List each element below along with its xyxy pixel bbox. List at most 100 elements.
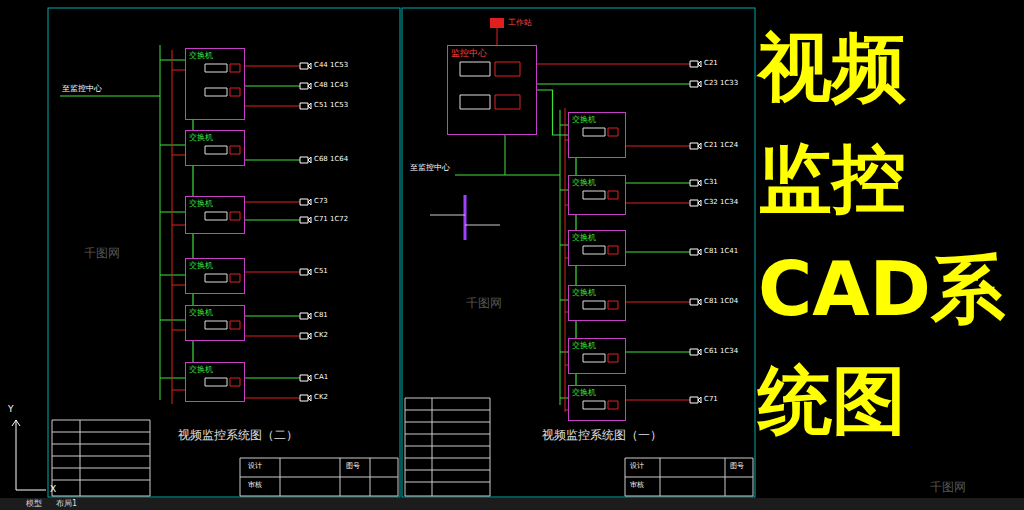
camera-label: C68 1C64 — [314, 155, 348, 163]
switch-box: 交换机 — [185, 48, 245, 120]
camera-cable — [245, 86, 300, 378]
camera-cable — [245, 66, 300, 398]
network-cable — [575, 158, 576, 175]
camera-label: C48 1C43 — [314, 81, 348, 89]
table-cell: 图号 — [346, 462, 360, 470]
device-module — [230, 64, 240, 386]
title-table — [52, 420, 150, 496]
cable-note: 至监控中心 — [410, 163, 450, 173]
camera-label: CK2 — [314, 331, 328, 339]
box-label: 交换机 — [189, 133, 241, 143]
device-module — [495, 62, 618, 409]
camera-symbol — [690, 61, 701, 403]
sheet-frame — [402, 8, 755, 497]
network-cable — [192, 234, 193, 258]
distribution-bar — [464, 195, 467, 240]
camera-label: C21 — [704, 59, 718, 67]
camera-cable — [537, 64, 690, 400]
feeder-line — [430, 215, 500, 225]
network-cable — [537, 90, 568, 135]
camera-label: C73 — [314, 197, 328, 205]
camera-label: CK2 — [314, 393, 328, 401]
box-label: 交换机 — [189, 365, 241, 375]
camera-label: C81 1C41 — [704, 247, 738, 255]
layout-tab: 模型 — [26, 499, 42, 509]
title-table — [405, 398, 490, 496]
network-cable — [192, 166, 193, 196]
device-label: 工作站 — [508, 18, 532, 28]
trunk-cable — [60, 45, 185, 400]
cable-note: 至监控中心 — [62, 84, 102, 94]
network-cable — [192, 120, 193, 130]
box-label: 交换机 — [572, 388, 622, 398]
caption-text: 视频监控系统图（二） — [178, 428, 298, 442]
trunk-cable — [455, 110, 568, 405]
box-label: 交换机 — [189, 199, 241, 209]
switch-box: 交换机 — [185, 196, 245, 234]
title-table — [240, 458, 398, 496]
switch-box: 交换机 — [568, 175, 626, 215]
switch-box: 交换机 — [185, 130, 245, 166]
control-center-box: 监控中心 — [447, 45, 537, 135]
workstation-cable — [497, 28, 498, 45]
network-cable — [575, 266, 576, 285]
camera-label: C71 1C72 — [314, 215, 348, 223]
camera-label: CA1 — [314, 373, 328, 381]
box-label: 交换机 — [189, 51, 241, 61]
table-cell: 审核 — [248, 481, 262, 489]
switch-box: 交换机 — [185, 258, 245, 294]
camera-label: C51 1C53 — [314, 101, 348, 109]
axis-label: X — [50, 484, 56, 495]
table-cell: 审核 — [630, 481, 644, 489]
camera-label: C31 — [704, 178, 718, 186]
network-cable — [575, 374, 576, 385]
layout-tab: 布局1 — [56, 499, 77, 509]
box-label: 交换机 — [572, 233, 622, 243]
camera-label: C71 — [704, 395, 718, 403]
box-label: 交换机 — [189, 261, 241, 271]
camera-label: C61 1C34 — [704, 347, 738, 355]
box-label: 交换机 — [572, 288, 622, 298]
switch-box: 交换机 — [568, 285, 626, 321]
box-label: 交换机 — [189, 308, 241, 318]
switch-box: 交换机 — [568, 112, 626, 158]
camera-label: C44 1C53 — [314, 61, 348, 69]
axis-label: Y — [8, 404, 14, 415]
watermark: 千图网 — [84, 246, 120, 260]
camera-label: C51 — [314, 267, 328, 275]
box-label: 交换机 — [572, 115, 622, 125]
camera-label: C81 1C04 — [704, 297, 738, 305]
watermark: 千图网 — [466, 296, 502, 310]
camera-cable — [537, 84, 690, 352]
camera-symbol — [300, 63, 311, 401]
camera-label: C81 — [314, 311, 328, 319]
box-label: 交换机 — [572, 341, 622, 351]
sheet-frame — [48, 8, 400, 497]
network-cable — [192, 294, 193, 305]
network-cable — [575, 215, 576, 230]
network-cable — [575, 321, 576, 338]
switch-box: 交换机 — [568, 338, 626, 374]
box-label: 交换机 — [572, 178, 622, 188]
device-module — [205, 64, 227, 386]
workstation-icon — [490, 18, 504, 28]
switch-box: 交换机 — [185, 362, 245, 402]
watermark: 千图网 — [930, 480, 966, 494]
title-text: 视频 监控 CAD系 统图 — [758, 12, 1008, 456]
network-cable — [192, 341, 193, 362]
power-cable — [172, 50, 185, 404]
tab-bar — [0, 498, 1024, 510]
switch-box: 交换机 — [185, 305, 245, 341]
axis-icon — [12, 420, 46, 490]
table-cell: 设计 — [630, 462, 644, 470]
title-table — [625, 458, 753, 496]
caption-text: 视频监控系统图（一） — [542, 428, 662, 442]
camera-label: C32 1C34 — [704, 198, 738, 206]
table-cell: 图号 — [730, 462, 744, 470]
camera-label: C21 1C24 — [704, 141, 738, 149]
box-label: 监控中心 — [451, 48, 533, 59]
table-cell: 设计 — [248, 462, 262, 470]
switch-box: 交换机 — [568, 230, 626, 266]
switch-box: 交换机 — [568, 385, 626, 421]
camera-label: C23 1C33 — [704, 79, 738, 87]
